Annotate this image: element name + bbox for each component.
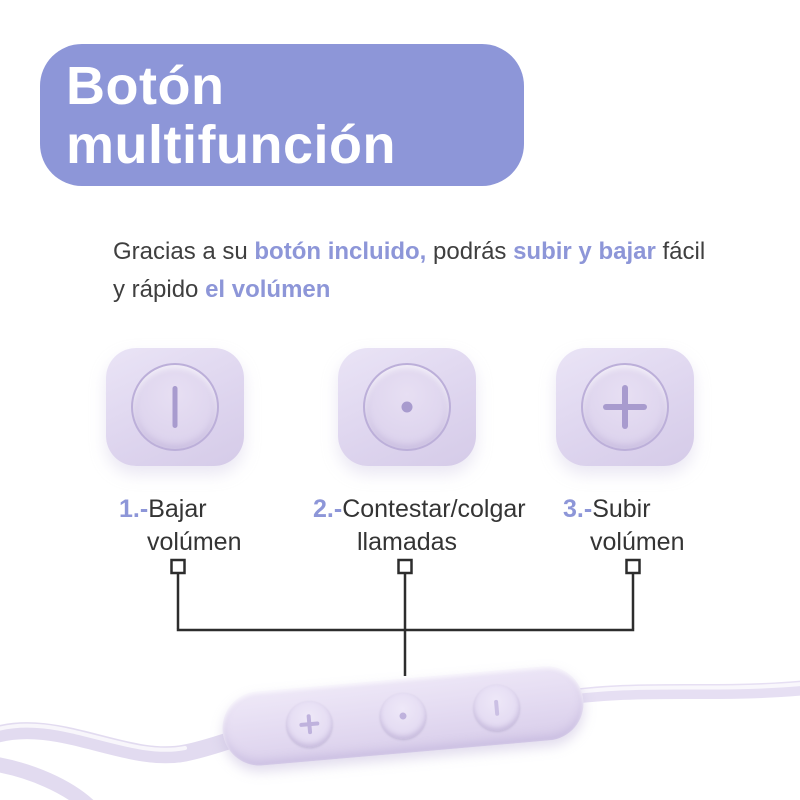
cable-right xyxy=(548,680,800,707)
plus-icon xyxy=(306,714,313,735)
label-text: Subir xyxy=(592,495,651,523)
label-text: Contestar/colgar xyxy=(342,495,526,523)
title-line2: multifunción xyxy=(66,115,396,175)
plus-icon xyxy=(622,385,628,429)
cable-left-highlight xyxy=(0,723,187,752)
remote-volume-down-button xyxy=(471,682,522,733)
intro-segment: y rápido xyxy=(113,276,206,303)
label-answer-hangup: 2.-Contestar/colgar llamadas xyxy=(313,493,526,559)
label-text-line2: volúmen xyxy=(147,528,242,556)
button-face xyxy=(581,363,669,451)
label-text-line2: volúmen xyxy=(590,528,685,556)
remote-volume-up-button xyxy=(284,699,335,750)
button-face xyxy=(363,363,451,451)
center-dot-icon xyxy=(401,401,413,413)
intro-segment: podrás xyxy=(426,238,514,265)
volume-down-bar-icon xyxy=(172,386,178,428)
volume-up-button-photo xyxy=(556,348,694,466)
title-line1: Botón xyxy=(66,56,225,116)
label-text: Bajar xyxy=(148,495,207,523)
intro-segment-accent: el volúmen xyxy=(205,276,331,303)
cable-right-highlight xyxy=(554,682,800,697)
label-text-line2: llamadas xyxy=(357,528,458,556)
dot-icon xyxy=(399,712,407,720)
cable-corner xyxy=(0,757,94,800)
label-volume-up: 3.-Subir volúmen xyxy=(563,493,685,559)
intro-segment: fácil xyxy=(655,238,706,265)
callout-square-center xyxy=(397,558,413,575)
product-photo xyxy=(0,645,800,800)
volume-down-button-photo xyxy=(106,348,244,466)
button-face xyxy=(131,363,219,451)
title-badge: Botón multifunción xyxy=(40,44,524,186)
label-number: 1.- xyxy=(119,495,149,523)
label-number: 3.- xyxy=(563,495,593,523)
bar-icon xyxy=(493,699,500,716)
intro-segment-accent: subir y bajar xyxy=(513,238,656,265)
intro-segment: Gracias a su xyxy=(113,238,255,265)
label-volume-down: 1.-Bajar volúmen xyxy=(119,493,242,559)
callout-square-left xyxy=(170,558,186,575)
intro-segment-accent: botón incluido, xyxy=(254,238,427,265)
cable-left xyxy=(0,722,267,764)
callout-square-right xyxy=(625,558,641,575)
intro-text: Gracias a su botón incluido, podrás subi… xyxy=(113,233,705,309)
remote-multifunction-button xyxy=(378,691,428,741)
label-number: 2.- xyxy=(313,495,343,523)
answer-hangup-button-photo xyxy=(338,348,476,466)
